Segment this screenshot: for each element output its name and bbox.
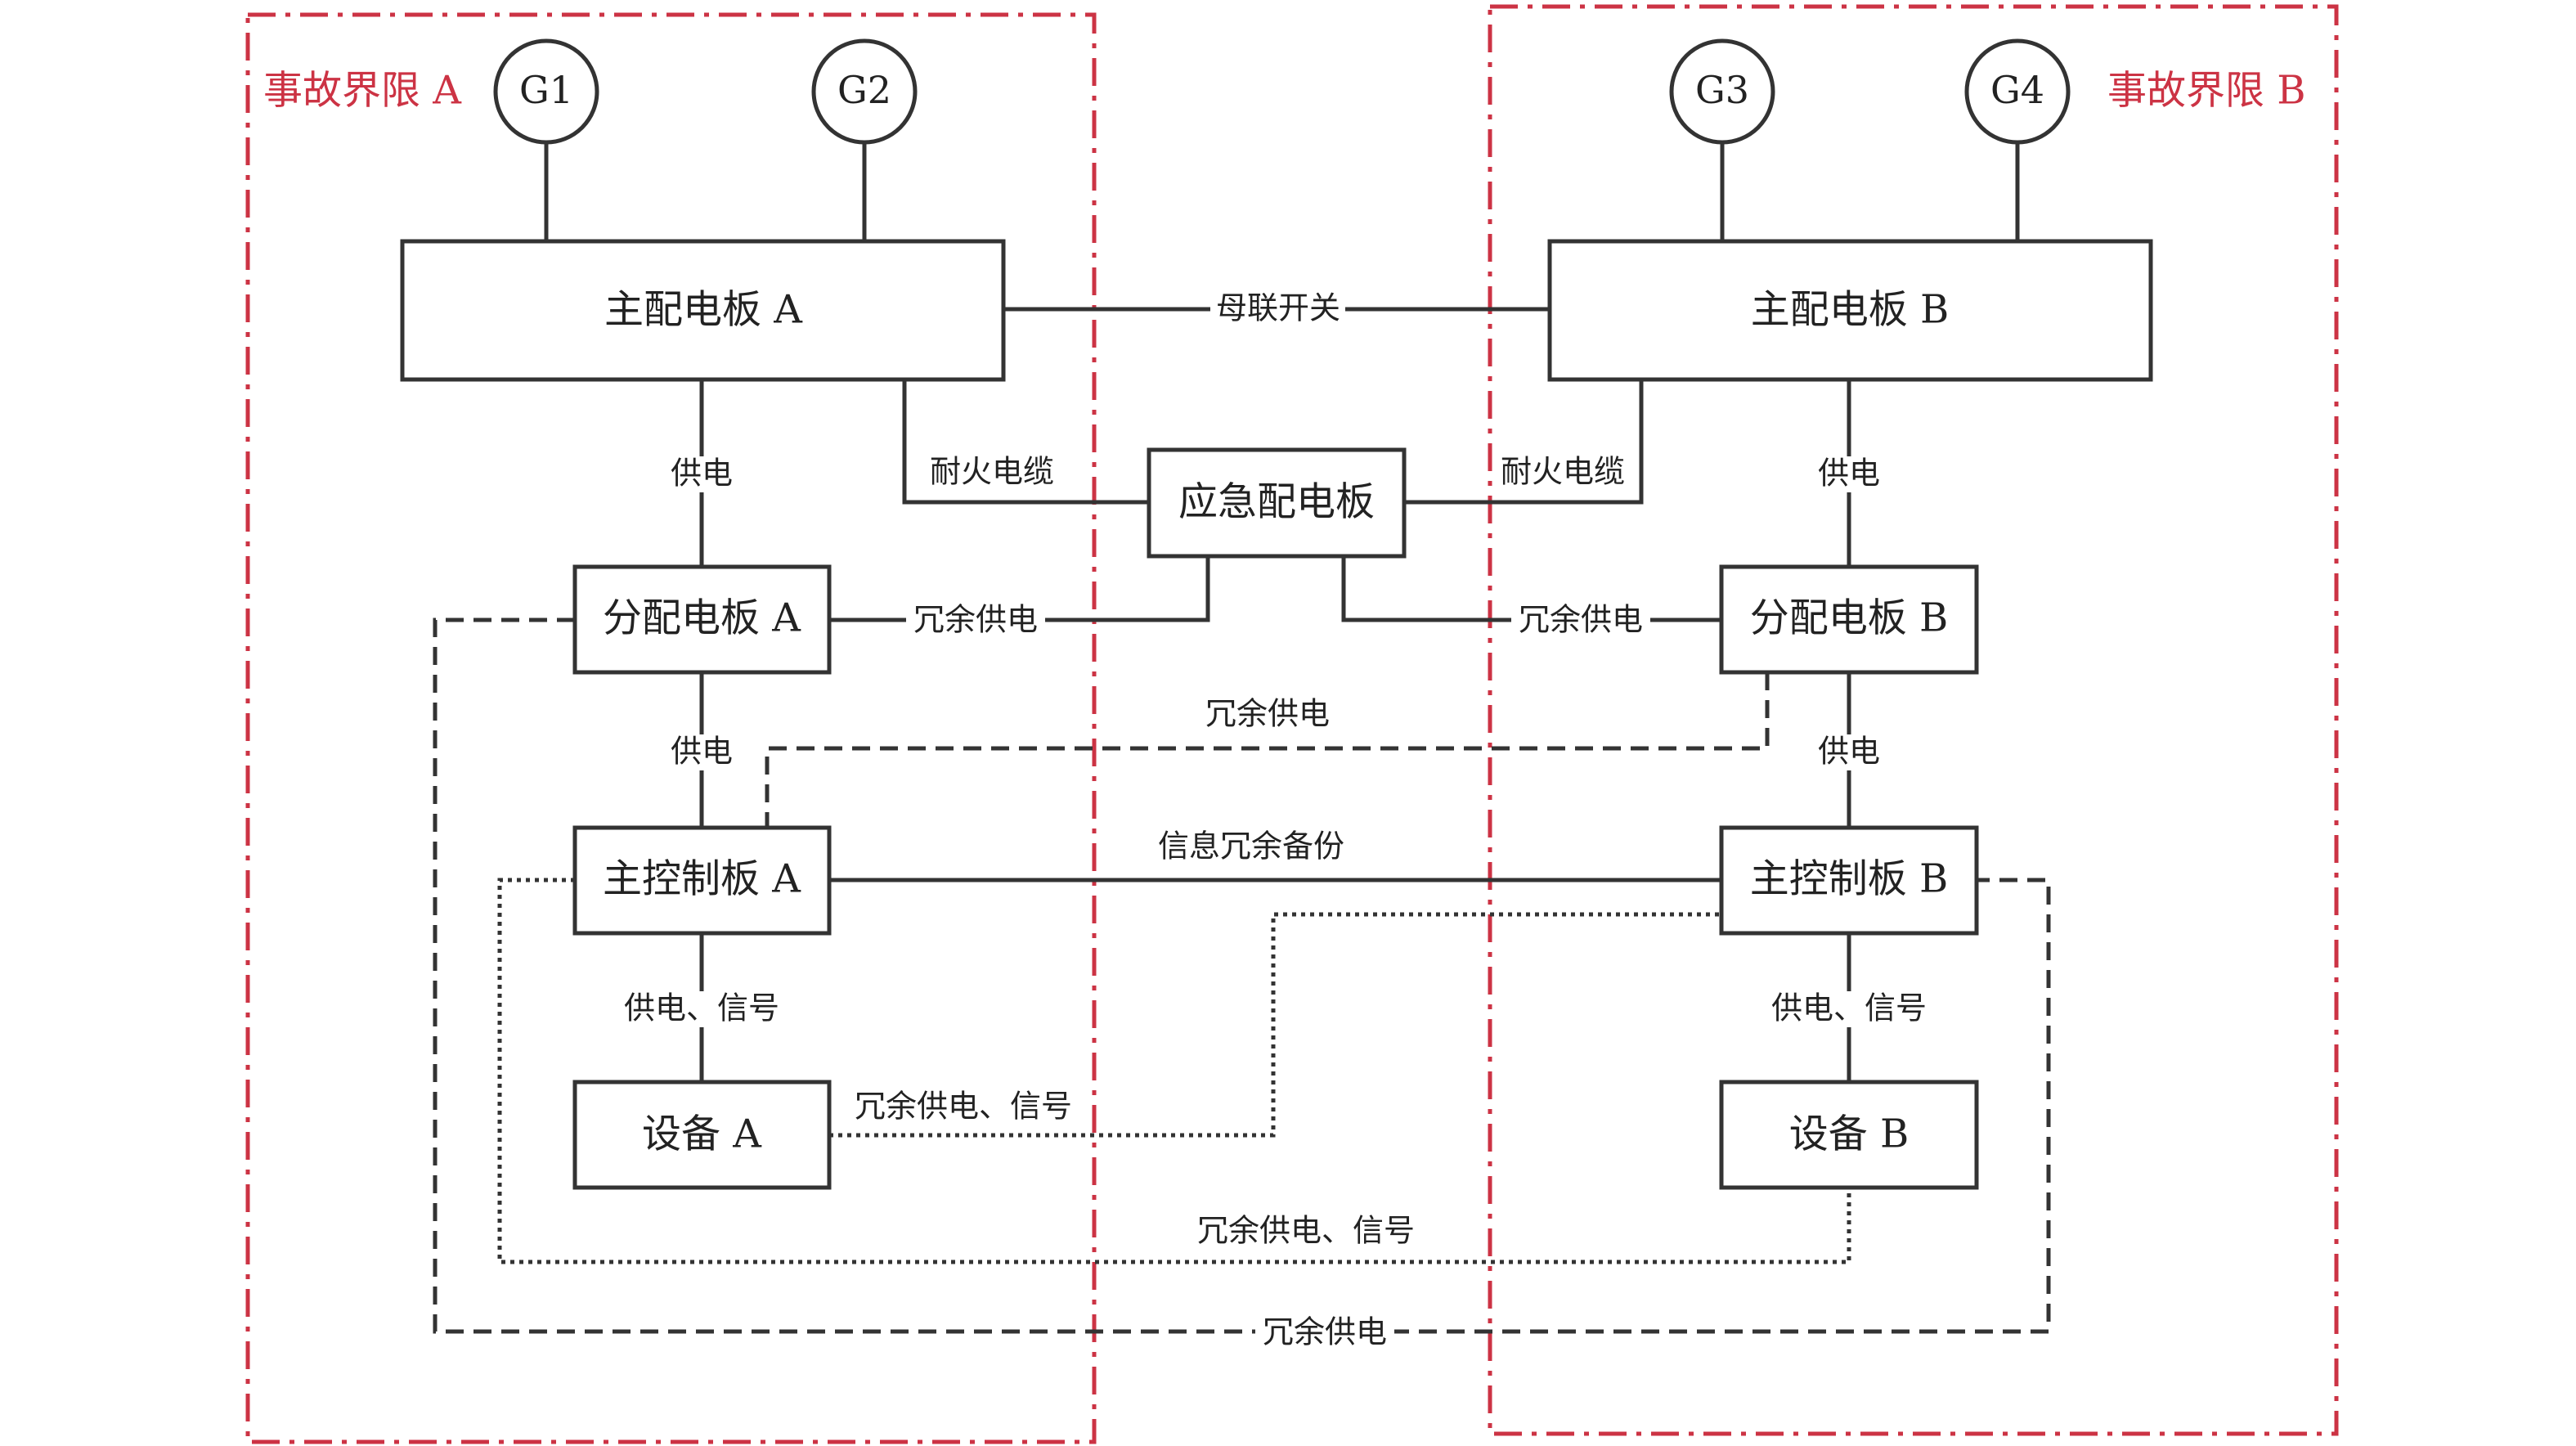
label-supply-signal-a: 供电、信号 [624,990,779,1026]
label-bus-tie: 母联开关 [1216,290,1340,326]
boundary-b-frame [1488,4,2339,1436]
distribution-board-b-label: 分配电板 B [1750,595,1949,641]
generator-g4: G4 [1964,38,2071,145]
generator-g2: G2 [811,38,918,145]
label-redundant-emg-a: 冗余供电 [913,602,1038,638]
wire-fire-cable-b [1404,379,1644,505]
label-redundant-signal-deva: 冗余供电、信号 [855,1089,1072,1125]
distribution-board-a-label: 分配电板 A [603,595,801,641]
generator-g4-label: G4 [1990,68,2044,112]
label-fire-cable-b: 耐火电缆 [1501,454,1625,490]
label-supply-signal-b: 供电、信号 [1771,990,1927,1026]
main-switchboard-b-label: 主配电板 B [1751,287,1950,333]
generator-g2-label: G2 [837,68,891,112]
main-switchboard-a-label: 主配电板 A [604,287,803,333]
distribution-board-b: 分配电板 B [1719,564,1979,675]
wire-redundant-distb-ctrla [765,672,1770,828]
label-supply-main-dist-b: 供电 [1818,456,1880,492]
wire-fire-cable-a [902,379,1149,505]
main-switchboard-b: 主配电板 B [1547,239,2153,382]
generator-g3: G3 [1669,38,1775,145]
boundary-a-frame [245,12,1097,1444]
main-control-board-b-label: 主控制板 B [1750,856,1949,902]
boundary-b-label: 事故界限 B [2107,68,2306,114]
label-supply-main-dist-a: 供电 [671,456,733,492]
device-b: 设备 B [1719,1080,1979,1190]
generator-g3-label: G3 [1695,68,1749,112]
emergency-switchboard: 应急配电板 [1147,447,1407,559]
main-control-board-a-label: 主控制板 A [603,856,801,902]
label-supply-dist-ctrl-b: 供电 [1818,734,1880,770]
generator-g1-label: G1 [519,68,573,112]
emergency-switchboard-label: 应急配电板 [1178,479,1375,525]
label-redundant-signal-devb: 冗余供电、信号 [1197,1213,1415,1249]
generator-g1: G1 [493,38,599,145]
label-redundant-emg-b: 冗余供电 [1519,602,1643,638]
main-control-board-b: 主控制板 B [1719,825,1979,936]
main-control-board-a: 主控制板 A [572,825,832,936]
label-redundant-distb-ctrla: 冗余供电 [1205,696,1330,732]
label-fire-cable-a: 耐火电缆 [930,454,1054,490]
device-a: 设备 A [572,1080,832,1190]
wire-redundant-bottom [433,617,2051,1334]
label-info-backup: 信息冗余备份 [1158,829,1344,864]
main-switchboard-a: 主配电板 A [400,239,1006,382]
boundary-a-label: 事故界限 A [263,68,462,114]
device-a-label: 设备 A [642,1111,762,1157]
label-redundant-bottom: 冗余供电 [1263,1314,1387,1350]
device-b-label: 设备 B [1789,1111,1910,1157]
label-supply-dist-ctrl-a: 供电 [671,734,733,770]
distribution-board-a: 分配电板 A [572,564,832,675]
